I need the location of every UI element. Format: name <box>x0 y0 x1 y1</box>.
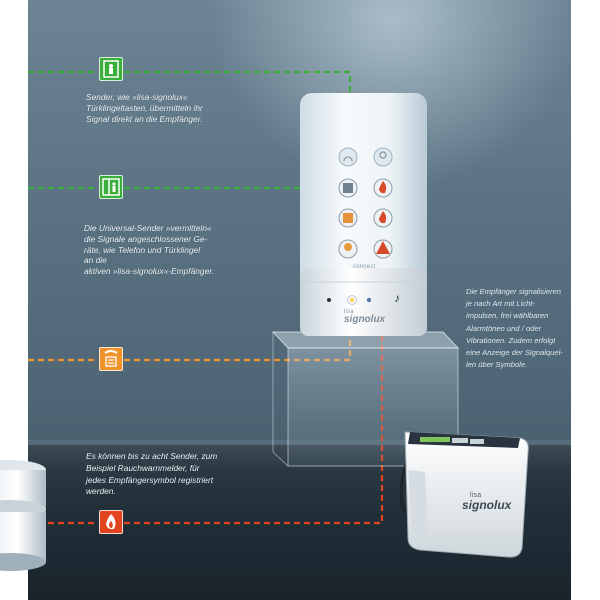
symbol-fire-2 <box>373 208 393 228</box>
caption-senders: Sender, wie »lisa-signolux« Türklingelta… <box>86 92 256 124</box>
caption-universal-line: die Signale angeschlossener Ge- <box>84 233 208 244</box>
portable-brand-main: signolux <box>462 498 512 512</box>
lamp-brand-top: lisa <box>344 309 354 315</box>
caption-universal-line: aktiven »lisa-signolux«-Empfänger. <box>84 266 215 277</box>
symbol-door <box>338 147 358 167</box>
caption-receivers: Die Empfänger signalisieren je nach Art … <box>466 286 571 371</box>
caption-universal-line: Die Universal-Sender »vermitteln« <box>84 223 212 233</box>
door-sender-icon <box>99 57 123 81</box>
caption-receivers-line: Die Empfänger signalisieren <box>466 287 561 296</box>
symbol-phone <box>338 208 358 228</box>
caption-eight-line: jedes Empfängersymbol registriert <box>86 474 214 485</box>
caption-senders-line: Sender, wie »lisa-signolux« <box>86 92 188 102</box>
left-device <box>0 460 46 571</box>
caption-eight-senders: Es können bis zu acht Sender, zum Beispi… <box>86 451 261 498</box>
universal-sender-icon <box>99 175 123 199</box>
caption-eight-line: werden. <box>86 486 116 497</box>
caption-senders-line: Signal direkt an die Empfänger. <box>86 113 203 124</box>
caption-universal-line: an die <box>84 255 107 266</box>
connect-label: connect <box>353 264 376 270</box>
caption-receivers-line: je nach Art mit Licht- <box>466 299 535 309</box>
caption-receivers-line: Vibrationen. Zudem erfolgt <box>466 335 556 345</box>
symbol-warning <box>373 239 393 259</box>
smoke-alarm-icon <box>99 510 123 534</box>
caption-senders-line: Türklingeltasten, übermitteln ihr <box>86 102 203 113</box>
caption-eight-line: Beispiel Rauchwarnmelder, für <box>86 462 200 473</box>
caption-universal: Die Universal-Sender »vermitteln« die Si… <box>84 223 259 277</box>
portable-brand-top: lisa <box>470 492 482 499</box>
music-icon: ♪ <box>394 291 400 305</box>
telephone-icon <box>99 347 123 371</box>
symbol-light <box>373 147 393 167</box>
caption-universal-line: räte, wie Telefon und Türklingel <box>84 244 201 255</box>
symbol-person-door <box>338 178 358 198</box>
caption-receivers-line: len über Symbole. <box>466 360 528 370</box>
caption-eight-line: Es können bis zu acht Sender, zum <box>86 451 218 461</box>
symbol-baby <box>338 239 358 259</box>
symbol-fire-1 <box>373 178 393 198</box>
portable-receiver <box>399 431 529 558</box>
caption-receivers-line: eine Anzeige der Signalquel- <box>466 348 563 358</box>
lamp-brand-main: signolux <box>344 314 386 325</box>
caption-receivers-line: Alarmtönen und / oder <box>466 323 542 333</box>
lamp-receiver <box>300 93 427 336</box>
right-margin <box>571 0 600 600</box>
caption-receivers-line: impulsen, frei wählbaren <box>466 311 549 321</box>
